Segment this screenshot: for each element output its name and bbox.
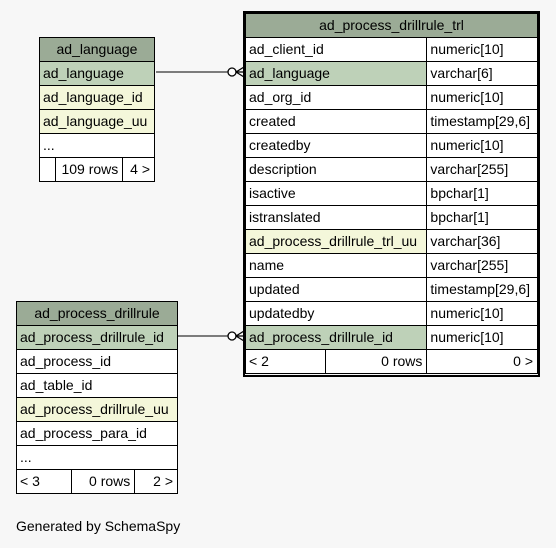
column-type: numeric[10]	[426, 325, 538, 350]
column-name[interactable]: ad_process_drillrule_trl_uu	[244, 229, 428, 254]
row-count: 0 rows	[70, 469, 136, 494]
column-name[interactable]: description	[244, 157, 428, 182]
children-link[interactable]: 0 >	[426, 349, 538, 374]
column-ad-language[interactable]: ad_language	[39, 61, 155, 86]
focus-table-border	[243, 11, 540, 377]
column-name[interactable]: istranslated	[244, 205, 428, 230]
zero-optional-icon	[227, 331, 237, 341]
column-type: varchar[6]	[426, 61, 538, 86]
column-ad-language-id[interactable]: ad_language_id	[39, 85, 155, 110]
row-count: 0 rows	[324, 349, 428, 374]
column-name[interactable]: name	[244, 253, 428, 278]
column-name[interactable]: createdby	[244, 133, 428, 158]
column-type: numeric[10]	[426, 37, 538, 62]
column-more: ...	[39, 133, 155, 158]
column-ad-process-drillrule-id[interactable]: ad_process_drillrule_id	[16, 325, 178, 350]
table-ad-language: ad_language ad_language ad_language_id a…	[38, 37, 155, 182]
column-ad-language-uu[interactable]: ad_language_uu	[39, 109, 155, 134]
table-title[interactable]: ad_process_drillrule	[16, 301, 178, 326]
parents-link[interactable]: < 2	[245, 349, 326, 374]
row-count: 109 rows	[55, 157, 124, 182]
column-type: varchar[255]	[426, 253, 538, 278]
column-name[interactable]: ad_org_id	[244, 85, 428, 110]
table-ad-process-drillrule: ad_process_drillrule ad_process_drillrul…	[16, 301, 178, 494]
column-ad-table-id[interactable]: ad_table_id	[16, 373, 178, 398]
relationship-ad-language[interactable]	[156, 66, 245, 78]
column-name[interactable]: updatedby	[244, 301, 428, 326]
crows-foot-many-icon	[235, 330, 245, 342]
column-type: numeric[10]	[426, 85, 538, 110]
generated-by-label: Generated by SchemaSpy	[16, 518, 181, 534]
crows-foot-many-icon	[235, 66, 245, 78]
column-type: bpchar[1]	[426, 205, 538, 230]
zero-optional-icon	[227, 67, 237, 77]
parents-link[interactable]: < 3	[16, 469, 72, 494]
table-title[interactable]: ad_language	[39, 37, 155, 62]
column-type: timestamp[29,6]	[426, 109, 538, 134]
children-link[interactable]: 4 >	[122, 157, 155, 182]
column-ad-process-drillrule-uu[interactable]: ad_process_drillrule_uu	[16, 397, 178, 422]
column-name[interactable]: ad_client_id	[244, 37, 428, 62]
column-type: numeric[10]	[426, 133, 538, 158]
relationship-ad-process-drillrule[interactable]	[178, 330, 245, 342]
table-title[interactable]: ad_process_drillrule_trl	[245, 13, 538, 38]
children-link[interactable]: 2 >	[134, 469, 178, 494]
footer-left	[38, 157, 57, 182]
column-type: varchar[36]	[426, 229, 538, 254]
column-name[interactable]: ad_language	[244, 61, 428, 86]
